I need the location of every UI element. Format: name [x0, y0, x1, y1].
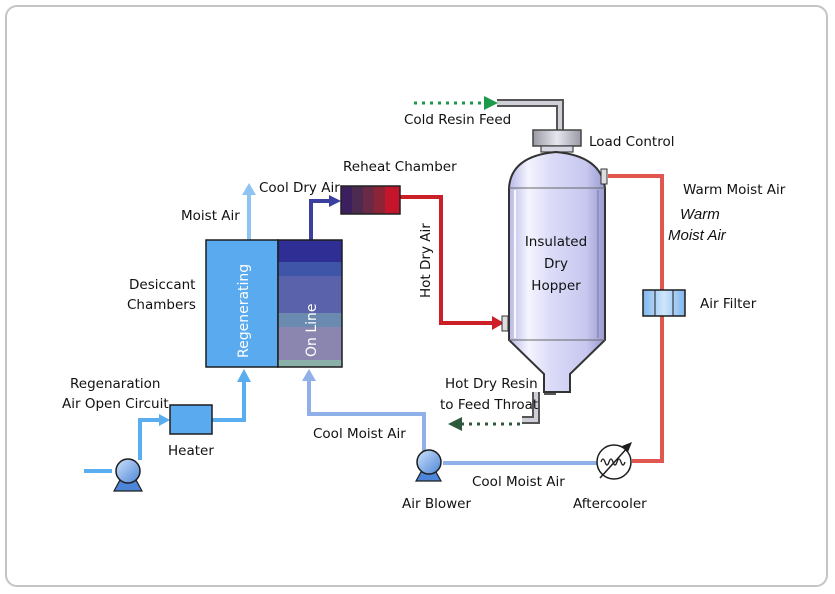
hot-dry-resin-label-line1: Hot Dry Resin — [445, 376, 538, 392]
warm-moist-air-italic-line2: Moist Air — [668, 227, 727, 244]
on-line-label: On Line — [304, 303, 320, 357]
cool-moist-air-label-right: Cool Moist Air — [472, 474, 565, 490]
cool-moist-air-pipe-left — [302, 369, 426, 455]
desiccant-chambers-label-line1: Desiccant — [129, 277, 195, 293]
hot-dry-air-label: Hot Dry Air — [418, 223, 434, 298]
regeneration-air-pipe — [84, 369, 251, 473]
air-filter-label: Air Filter — [700, 296, 757, 312]
desiccant-chambers — [205, 239, 343, 368]
regeneration-label-line2: Air Open Circuit — [62, 396, 169, 412]
on-line-chamber — [277, 239, 343, 368]
heater-label: Heater — [168, 443, 214, 459]
air-filter-icon — [642, 289, 686, 317]
hopper-label-line1: Insulated — [525, 234, 587, 250]
warm-moist-air-italic-line1: Warm — [680, 206, 720, 223]
hot-dry-resin-label-line2: to Feed Throat — [440, 397, 538, 413]
cold-resin-feed-label: Cold Resin Feed — [404, 112, 511, 128]
cool-dry-air-pipe — [309, 195, 341, 240]
hot-dry-air-pipe — [400, 195, 504, 330]
cool-dry-air-label: Cool Dry Air — [259, 180, 340, 196]
resin-discharge-pipe — [522, 392, 556, 424]
aftercooler-icon — [596, 442, 632, 480]
load-control-label: Load Control — [589, 134, 674, 150]
desiccant-chambers-label-line2: Chambers — [127, 297, 196, 313]
resin-feed-pipe — [497, 99, 564, 136]
hopper-label-line2: Dry — [544, 256, 568, 272]
regenerating-label: Regenerating — [236, 264, 252, 358]
warm-moist-air-label: Warm Moist Air — [683, 182, 786, 198]
heater-box — [169, 404, 213, 435]
cool-moist-air-label-left: Cool Moist Air — [313, 426, 406, 442]
hot-dry-resin-arrow — [448, 417, 520, 431]
moist-air-label: Moist Air — [181, 208, 240, 224]
regeneration-label-line1: Regenaration — [70, 376, 160, 392]
warm-moist-air-pipe — [608, 174, 664, 463]
regeneration-pump-icon — [112, 458, 144, 492]
air-blower-icon — [414, 449, 443, 482]
aftercooler-label: Aftercooler — [573, 496, 647, 512]
insulated-dry-hopper — [501, 129, 608, 393]
reheat-chamber-label: Reheat Chamber — [343, 159, 457, 175]
moist-air-outlet-pipe — [242, 183, 256, 240]
cold-resin-feed-arrow — [414, 96, 498, 110]
air-blower-label: Air Blower — [402, 496, 471, 512]
reheat-chamber — [340, 185, 401, 215]
hopper-label-line3: Hopper — [531, 278, 581, 294]
